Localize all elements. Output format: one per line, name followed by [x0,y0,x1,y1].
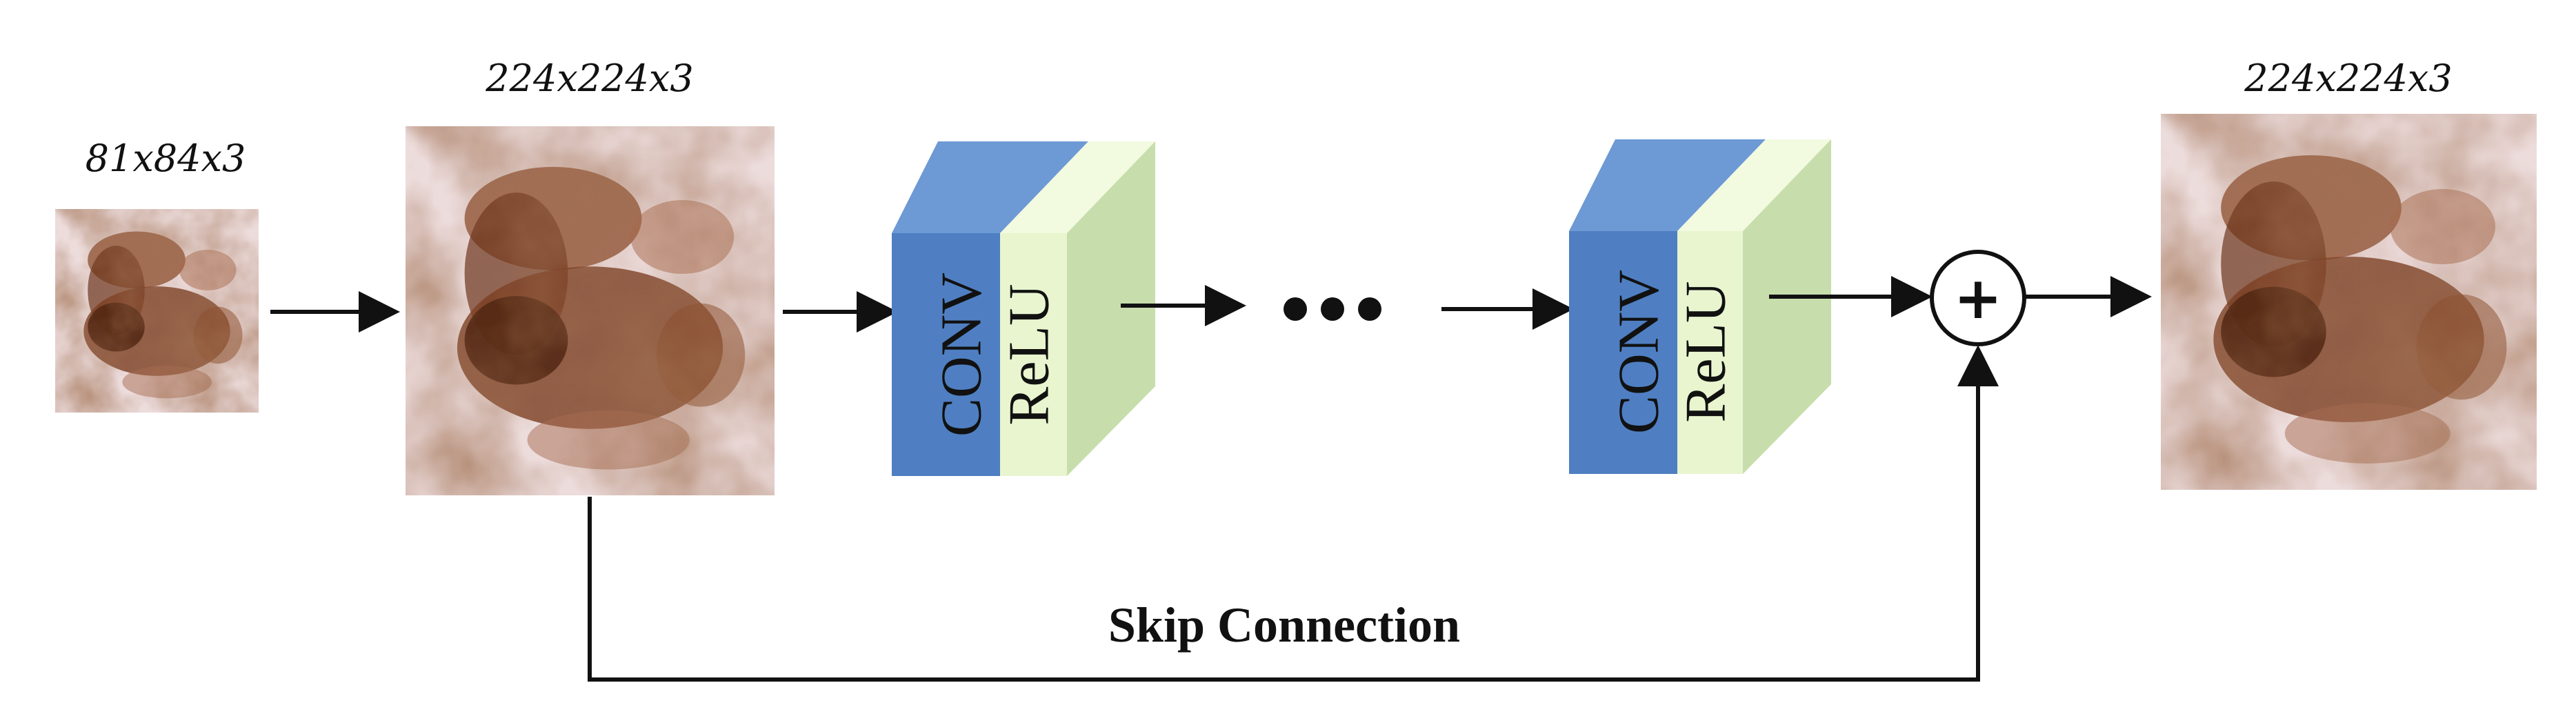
conv-label: CONV [929,273,993,437]
ellipsis-dot [1321,297,1344,321]
conv-label: CONV [1606,270,1670,434]
input-small-dimension-label: 81x84x3 [86,137,246,180]
conv-front-face [892,233,1000,476]
relu-label: ReLU [1673,281,1737,422]
conv-relu-block-1: CONV ReLU [892,141,1155,476]
input-upscaled-dimension-label: 224x224x3 [485,57,693,100]
skip-connection-path [588,345,1999,682]
conv-front-face [1569,231,1677,474]
skip-connection-label: Skip Connection [1108,597,1460,653]
relu-top-face [1000,141,1155,233]
relu-top-face [1677,139,1831,231]
conv-top-face [1569,139,1766,231]
input-upscaled-image [406,126,775,495]
output-image [2161,114,2537,490]
relu-front-face [1677,231,1743,474]
conv-top-face [892,141,1088,233]
relu-side-face [1067,141,1155,476]
relu-side-face [1743,139,1831,474]
ellipsis [1284,297,1381,321]
relu-label: ReLU [997,284,1061,425]
conv-relu-block-2: CONV ReLU [1569,139,1831,474]
ellipsis-dot [1358,297,1381,321]
plus-circle-icon: + [1930,250,2026,346]
ellipsis-dot [1284,297,1307,321]
relu-front-face [1000,233,1067,476]
plus-sign: + [1954,264,2002,332]
output-dimension-label: 224x224x3 [2244,57,2452,100]
input-small-image [55,209,259,413]
